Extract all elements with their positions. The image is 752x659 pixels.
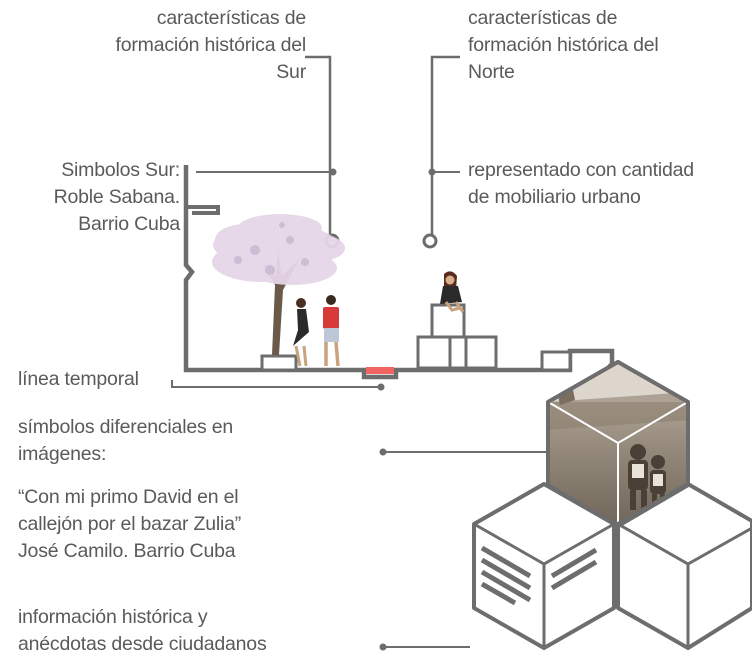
north-bench (540, 350, 572, 372)
leader-dot (379, 448, 387, 456)
furniture-label: representado con cantidad de mobiliario … (468, 157, 694, 211)
label-line: representado con cantidad (468, 159, 694, 181)
label-line: callejón por el bazar Zulia” (18, 513, 242, 535)
south-symbols-label: Simbolos Sur: Roble Sabana. Barrio Cuba (53, 157, 181, 238)
leader-south-history (305, 55, 332, 236)
sitting-woman (440, 271, 465, 313)
street-profile-line (183, 165, 615, 427)
label-line: información histórica y (18, 606, 208, 628)
south-bench (260, 354, 298, 372)
hex-cube-outlines (472, 360, 752, 650)
leader-timeline (171, 380, 380, 388)
north-history-pin (422, 233, 438, 249)
citizen-info-label: información histórica y anécdotas desde … (18, 604, 267, 658)
label-line: imágenes: (18, 443, 107, 465)
label-line: anécdotas desde ciudadanos (18, 633, 267, 655)
label-line: símbolos diferenciales en (18, 416, 234, 438)
label-line: Barrio Cuba (78, 213, 180, 235)
label-line: de mobiliario urbano (468, 186, 641, 208)
stacked-boxes (416, 303, 498, 370)
walking-couple (293, 295, 340, 367)
leader-dot (329, 168, 337, 176)
blossoming-roble-tree (212, 214, 345, 355)
label-line: Norte (468, 61, 515, 83)
document-lines-icon (480, 545, 598, 606)
leader-dot (428, 168, 436, 176)
label-line: “Con mi primo David en el (18, 486, 239, 508)
label-line: Roble Sabana. (53, 186, 181, 208)
leader-north-history (430, 55, 460, 236)
label-line: características de (156, 7, 306, 29)
quote-label: “Con mi primo David en el callejón por e… (18, 484, 241, 565)
timeline-label: línea temporal (18, 366, 139, 393)
label-line: formación histórica del (115, 34, 307, 56)
timeline-marker (366, 367, 394, 374)
leader-dot (377, 383, 385, 391)
south-wall-notch (186, 205, 220, 215)
hex-cube-lines (549, 402, 687, 524)
label-line: José Camilo. Barrio Cuba (18, 540, 236, 562)
label-line: línea temporal (18, 368, 139, 390)
leader-dot (379, 643, 387, 651)
label-line: formación histórica del (468, 34, 659, 56)
south-history-label: características de formación histórica d… (116, 5, 307, 86)
label-line: Simbolos Sur: (61, 159, 180, 181)
north-history-label: características de formación histórica d… (468, 5, 659, 86)
diff-symbols-label: símbolos diferenciales en imágenes: (18, 414, 233, 468)
label-line: Sur (276, 61, 306, 83)
label-line: características de (468, 7, 618, 29)
